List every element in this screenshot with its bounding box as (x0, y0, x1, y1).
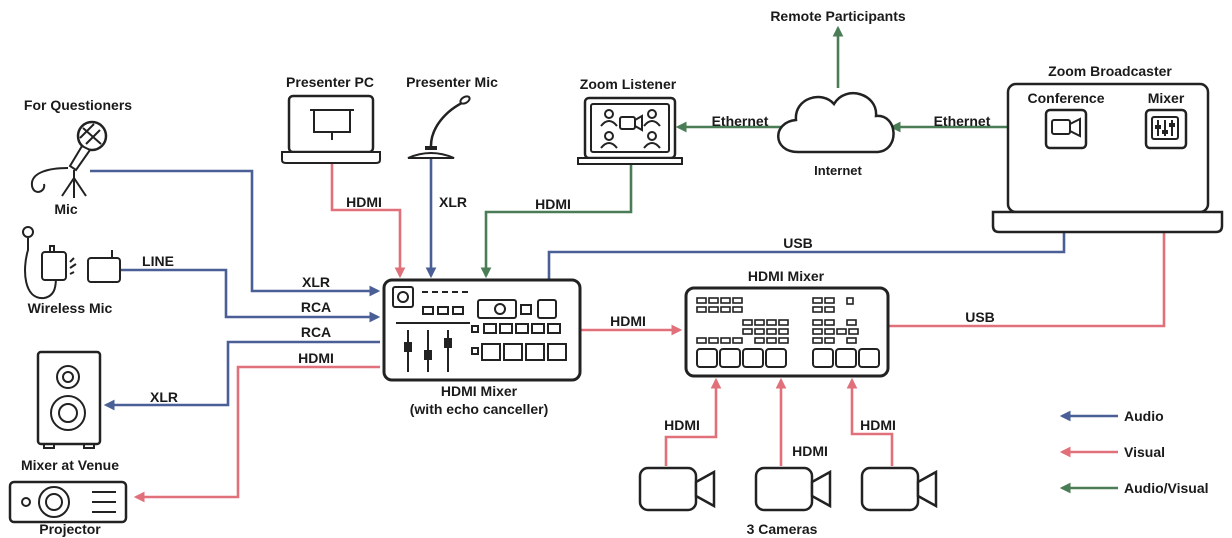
usb-right-label: USB (965, 309, 995, 325)
hdmi-cam-left-label: HDMI (664, 417, 700, 433)
legend-audio-label: Audio (1124, 408, 1164, 424)
hdmi-cam-right-label: HDMI (860, 417, 896, 433)
ethernet-left-label: Ethernet (712, 113, 769, 129)
for-questioners-label: For Questioners (24, 97, 132, 113)
projector-screen-icon (281, 94, 381, 164)
line-usb-top (547, 155, 1070, 282)
projector-icon (8, 480, 128, 524)
wireless-mic-label: Wireless Mic (28, 300, 113, 316)
remote-participants-label: Remote Participants (770, 8, 906, 24)
hdmi-mixer2-icon (684, 286, 890, 378)
hdmi-mixer2-label: HDMI Mixer (748, 268, 825, 284)
mic-label: Mic (54, 201, 78, 217)
video-conference-icon (577, 96, 683, 165)
hdmi-zoom-label: HDMI (535, 196, 571, 212)
line-wireless-label: LINE (142, 253, 174, 269)
three-cameras-label: 3 Cameras (747, 521, 818, 537)
mixer-at-venue-label: Mixer at Venue (21, 457, 119, 473)
line-wireless (120, 268, 381, 323)
mixer-icon (1144, 108, 1188, 150)
legend-av-label: Audio/Visual (1124, 480, 1209, 496)
rca-out-label: RCA (301, 324, 331, 340)
main-mixer-label-line2: (with echo canceller) (410, 401, 548, 417)
zoom-broadcaster-label: Zoom Broadcaster (1048, 63, 1172, 79)
main-hdmi-mixer-icon (382, 278, 582, 382)
line-cam-right (846, 377, 894, 466)
cloud-icon (777, 92, 895, 154)
xlr-presenter-label: XLR (439, 194, 467, 210)
wireless-mic-icon (22, 226, 121, 300)
zoom-listener-label: Zoom Listener (580, 76, 677, 92)
gooseneck-mic-icon (407, 95, 471, 159)
camera-right-icon (860, 466, 938, 512)
legend: Audio Visual Audio/Visual (1059, 408, 1209, 496)
usb-top-label: USB (783, 235, 813, 251)
hdmi-projector-label: HDMI (298, 350, 334, 366)
xlr-mic-label: XLR (302, 274, 330, 290)
laptop-icon (991, 82, 1224, 234)
ethernet-right-label: Ethernet (934, 113, 991, 129)
rca-in-label: RCA (301, 299, 331, 315)
camera-left-icon (638, 466, 716, 512)
hdmi-cam-mid-label: HDMI (792, 443, 828, 459)
conference-label: Conference (1027, 90, 1104, 106)
line-hdmi-pc (330, 162, 406, 279)
presenter-mic-label: Presenter Mic (406, 74, 498, 90)
presenter-pc-label: Presenter PC (286, 74, 374, 90)
legend-visual-label: Visual (1124, 444, 1165, 460)
xlr-venue-label: XLR (150, 389, 178, 405)
line-cam-left (664, 377, 722, 466)
handheld-mic-icon (30, 120, 108, 198)
speaker-icon (36, 350, 102, 449)
line-xlr-mic (90, 169, 381, 297)
hdmi-to-mixer2-label: HDMI (610, 313, 646, 329)
line-hdmi-projector (133, 365, 380, 503)
connection-lines (90, 25, 1170, 503)
camera-middle-icon (754, 466, 832, 512)
camera-icon (1044, 108, 1088, 150)
line-hdmi-zoom (480, 160, 633, 279)
main-mixer-label-line1: HDMI Mixer (441, 383, 518, 399)
mixer-small-label: Mixer (1148, 90, 1185, 106)
line-rca-out (103, 340, 380, 411)
internet-label: Internet (814, 163, 862, 178)
projector-label: Projector (39, 521, 101, 537)
hdmi-pc-label: HDMI (346, 194, 382, 210)
